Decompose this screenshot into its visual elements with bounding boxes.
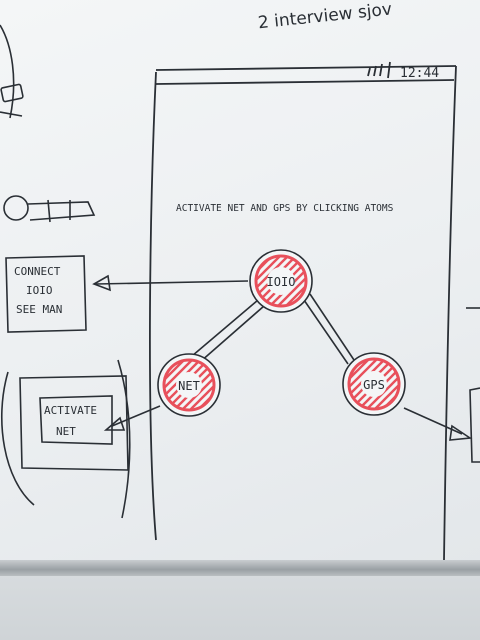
whiteboard	[0, 0, 480, 565]
right-edge-screen	[466, 307, 480, 463]
arrow-to-connect-screen	[95, 280, 249, 285]
activate-line2: NET	[56, 425, 76, 438]
signal-icon	[367, 63, 383, 77]
atom-net-label: NET	[178, 379, 200, 393]
left-edge-sketches	[0, 24, 96, 223]
arrow-head-left	[92, 274, 111, 292]
activate-line1: ACTIVATE	[44, 404, 97, 417]
top-note-text: 2 interview sjov	[257, 0, 393, 33]
arrow-head-right	[449, 424, 473, 441]
atom-connectors	[191, 293, 355, 365]
atom-net[interactable]: NET	[157, 353, 221, 417]
flow-arrows	[92, 274, 473, 441]
atom-gps-label: GPS	[363, 378, 385, 392]
atom-gps[interactable]: GPS	[342, 352, 406, 416]
arrow-head-left-2	[103, 416, 126, 431]
connect-line1: CONNECT	[14, 265, 61, 278]
phone-outline	[149, 61, 457, 561]
connect-line2: IOIO	[26, 284, 53, 297]
whiteboard-marker-tray	[0, 560, 480, 576]
atom-ioio-label: IOIO	[267, 275, 296, 289]
activate-phone-frame	[0, 359, 131, 519]
connect-ioio-screen: CONNECT IOIO SEE MAN	[5, 255, 87, 333]
arrow-to-activate-screen	[111, 405, 161, 427]
arrow-to-right-screen	[403, 407, 463, 435]
wall-background	[0, 576, 480, 640]
status-bar-clock: 12:44	[400, 66, 439, 81]
instruction-text: ACTIVATE NET AND GPS BY CLICKING ATOMS	[176, 203, 394, 214]
atom-ioio[interactable]: IOIO	[249, 249, 313, 313]
connect-line3: SEE MAN	[16, 303, 62, 316]
